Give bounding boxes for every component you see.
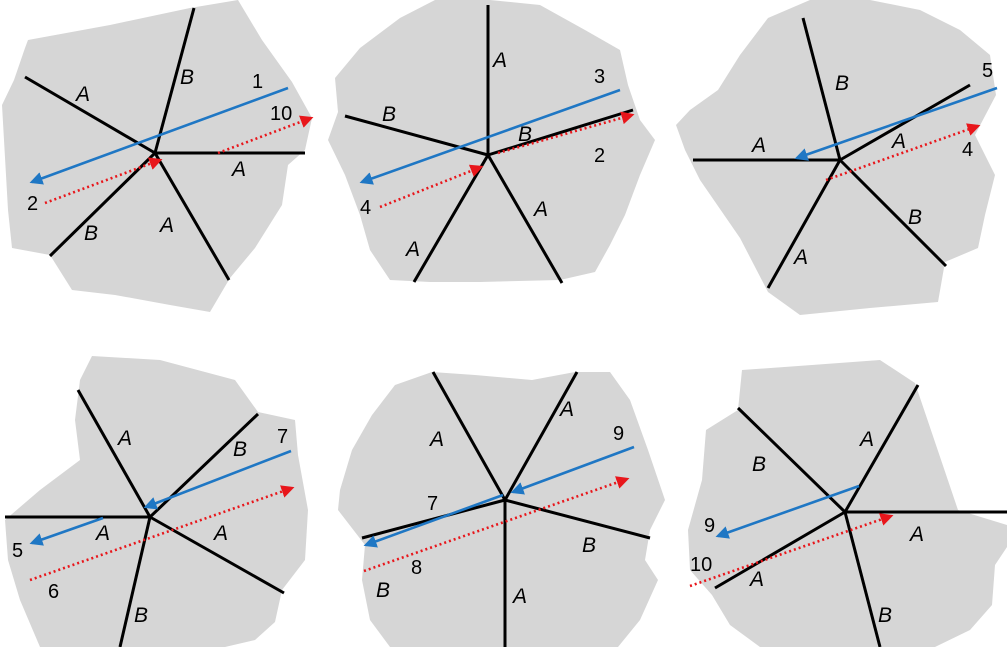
panel-3-label-A-bottom: A	[792, 246, 808, 269]
panel-4-label-B-bottom: B	[134, 604, 148, 627]
panel-3-label-B-bottom-right: B	[908, 206, 922, 229]
panel-5-label-A-top-right: A	[558, 398, 574, 421]
panel-5-region	[338, 372, 665, 647]
panel-1-label-A-right: A	[230, 158, 246, 181]
panel-1-red-arrow-left	[44, 157, 163, 205]
panel-5-number-8: 8	[411, 557, 422, 579]
panel-3-blue-arrow	[794, 86, 998, 161]
panel-6-label-A-top-right: A	[858, 428, 874, 451]
panel-4-label-A-left: A	[94, 522, 110, 545]
panel-2: A B B A A 3 2 4	[328, 0, 655, 284]
panel-1-boundaries	[24, 7, 305, 281]
panel-6-label-A-right: A	[908, 523, 924, 546]
panel-4-label-A-top: A	[116, 427, 132, 450]
panel-6-blue-arrow	[715, 484, 860, 539]
panel-1: A B A A B 1 10 2	[2, 0, 314, 312]
panel-3-region	[676, 0, 996, 315]
panel-2-number-4: 4	[360, 197, 371, 219]
panel-4-red-arrow	[29, 485, 295, 582]
panel-4-blue-arrow-upper	[143, 449, 292, 510]
panel-3-boundaries	[693, 17, 971, 289]
panel-1-blue-arrow	[29, 86, 289, 185]
panel-6-number-9: 9	[704, 515, 715, 537]
panel-2-red-arrow-right	[497, 111, 635, 155]
panel-6-label-B-bottom: B	[878, 604, 892, 627]
panel-5-red-arrow	[363, 476, 630, 573]
panel-3-label-B-top: B	[835, 72, 849, 95]
panel-2-number-3: 3	[594, 66, 605, 88]
panel-4-region	[5, 356, 308, 647]
panel-6-number-10: 10	[690, 554, 712, 576]
panel-3-number-4: 4	[962, 139, 973, 161]
panel-3-label-A-right: A	[890, 130, 906, 153]
panel-1-number-1: 1	[252, 71, 263, 93]
panel-2-red-arrow-left	[379, 164, 484, 209]
panel-5-blue-arrow-right	[510, 445, 635, 495]
panel-5-label-A-bottom: A	[511, 585, 527, 608]
panel-1-label-B-top: B	[180, 66, 194, 89]
panel-2-label-A-bottom-right: A	[532, 198, 548, 221]
panel-3-number-5: 5	[982, 60, 993, 82]
panel-6-label-B-left: B	[752, 453, 766, 476]
panel-4: A B A A B 7 5 6	[5, 356, 308, 647]
panel-2-label-A-bottom-left: A	[404, 238, 420, 261]
panel-3-label-A-left: A	[750, 134, 766, 157]
panel-5-number-9: 9	[613, 423, 624, 445]
panel-4-number-6: 6	[48, 581, 59, 603]
panel-6-region	[688, 360, 1007, 647]
panel-2-label-B-left: B	[382, 103, 396, 126]
panel-1-number-2: 2	[27, 193, 38, 215]
panel-5-label-A-top-left: A	[428, 428, 444, 451]
panel-4-number-5: 5	[12, 540, 23, 562]
panel-2-blue-arrow	[359, 88, 621, 185]
panel-1-red-arrow-right	[217, 115, 314, 155]
panel-1-label-B-bottom: B	[84, 222, 98, 245]
panel-6: B A A A B 9 10	[688, 360, 1007, 647]
panel-3: B A A B A 5 4	[676, 0, 998, 315]
panel-5-blue-arrow-left	[363, 493, 504, 548]
panel-6-boundaries	[714, 384, 1007, 647]
panel-5-label-B-bottom-left: B	[376, 579, 390, 602]
panel-5-label-B-right: B	[582, 534, 596, 557]
panel-1-label-A-bottom: A	[158, 214, 174, 237]
panel-2-region	[328, 0, 655, 282]
panel-2-label-A-top: A	[491, 49, 507, 72]
panel-6-label-A-bottom-left: A	[748, 568, 764, 591]
panel-5: A A B A B 9 7 8	[338, 371, 665, 647]
panel-4-blue-arrow-lower	[29, 516, 104, 546]
panel-4-label-B-top-right: B	[233, 438, 247, 461]
panel-3-red-arrow	[825, 123, 981, 182]
panel-6-red-arrow	[689, 513, 894, 588]
panel-4-number-7: 7	[277, 426, 288, 448]
panel-2-label-B-right: B	[518, 123, 532, 146]
panel-1-number-10: 10	[270, 103, 292, 125]
panel-4-label-A-right: A	[212, 522, 228, 545]
panel-2-number-2: 2	[594, 145, 605, 167]
panel-5-number-7: 7	[427, 493, 438, 515]
panel-1-label-A-left: A	[74, 83, 90, 106]
